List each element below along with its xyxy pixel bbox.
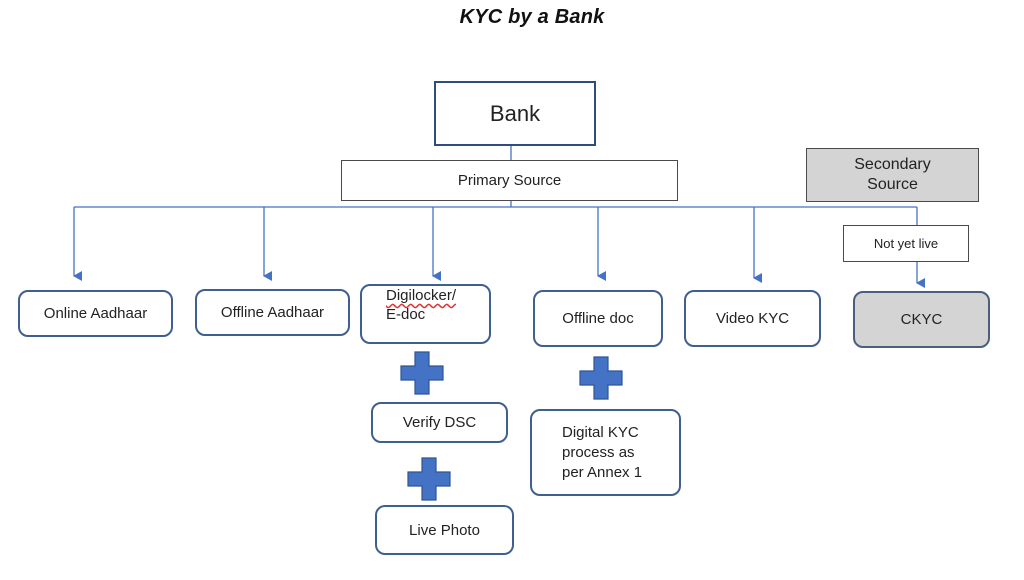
online-aadhaar-node: Online Aadhaar — [18, 290, 173, 337]
offline-aadhaar-label: Offline Aadhaar — [220, 304, 325, 321]
online-aadhaar-label: Online Aadhaar — [43, 305, 148, 322]
digilocker-label-line1: Digilocker/ — [386, 287, 457, 304]
verify-dsc-label: Verify DSC — [402, 414, 477, 431]
verify-dsc-node: Verify DSC — [371, 402, 508, 443]
secondary-source-label: Secondary Source — [854, 156, 931, 193]
offline-aadhaar-node: Offline Aadhaar — [195, 289, 350, 336]
offline-doc-node: Offline doc — [533, 290, 663, 347]
ckyc-label: CKYC — [900, 311, 943, 328]
bank-label: Bank — [489, 100, 541, 126]
offline-doc-label: Offline doc — [562, 310, 634, 327]
video-kyc-node: Video KYC — [684, 290, 821, 347]
primary-source-node: Primary Source — [341, 160, 678, 201]
ckyc-node: CKYC — [853, 291, 990, 348]
live-photo-label: Live Photo — [409, 521, 480, 539]
plus-icon — [579, 356, 623, 400]
diagram-title: KYC by a Bank — [459, 6, 605, 28]
digilocker-node: Digilocker/ E-doc — [360, 284, 491, 344]
primary-source-label: Primary Source — [457, 172, 562, 189]
live-photo-node: Live Photo — [375, 505, 514, 555]
secondary-source-node: Secondary Source — [806, 148, 979, 202]
not-yet-live-node: Not yet live — [843, 225, 969, 262]
not-yet-live-label: Not yet live — [873, 236, 939, 251]
plus-icon — [407, 457, 451, 501]
digital-kyc-label: Digital KYC process as per Annex 1 — [562, 423, 643, 481]
plus-icon — [400, 351, 444, 395]
digilocker-label-line2: E-doc — [386, 306, 426, 323]
video-kyc-label: Video KYC — [715, 310, 790, 327]
digital-kyc-node: Digital KYC process as per Annex 1 — [530, 409, 681, 496]
bank-node: Bank — [434, 81, 596, 146]
